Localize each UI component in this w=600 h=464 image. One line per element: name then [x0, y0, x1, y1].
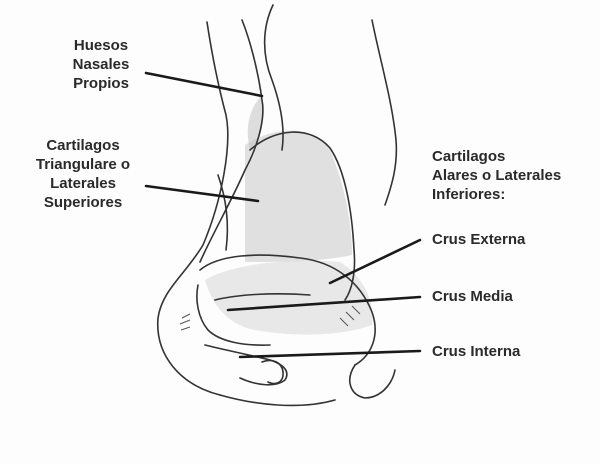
label-cartilagos-alares: Cartilagos Alares o Laterales Inferiores…: [432, 147, 597, 204]
leader-triangulares: [146, 186, 258, 201]
triangular-cartilage-shade: [245, 131, 352, 262]
columella-outline: [205, 345, 287, 385]
cheek-contour: [372, 20, 396, 205]
label-huesos-nasales-propios: Huesos Nasales Propios: [46, 36, 156, 93]
label-cartilagos-triangulares: Cartilagos Triangulare o Laterales Super…: [8, 136, 158, 212]
label-crus-externa: Crus Externa: [432, 230, 592, 249]
leader-interna: [240, 351, 420, 357]
nostril-outline: [262, 360, 283, 383]
sesamoid-detail: [180, 314, 190, 330]
brow-outline: [265, 5, 283, 150]
cheek-outline: [350, 365, 395, 398]
label-crus-media: Crus Media: [432, 287, 592, 306]
lip-outline: [220, 395, 335, 405]
cartilage-inner-line: [218, 175, 227, 250]
label-crus-interna: Crus Interna: [432, 342, 592, 361]
leader-huesos: [146, 73, 262, 96]
